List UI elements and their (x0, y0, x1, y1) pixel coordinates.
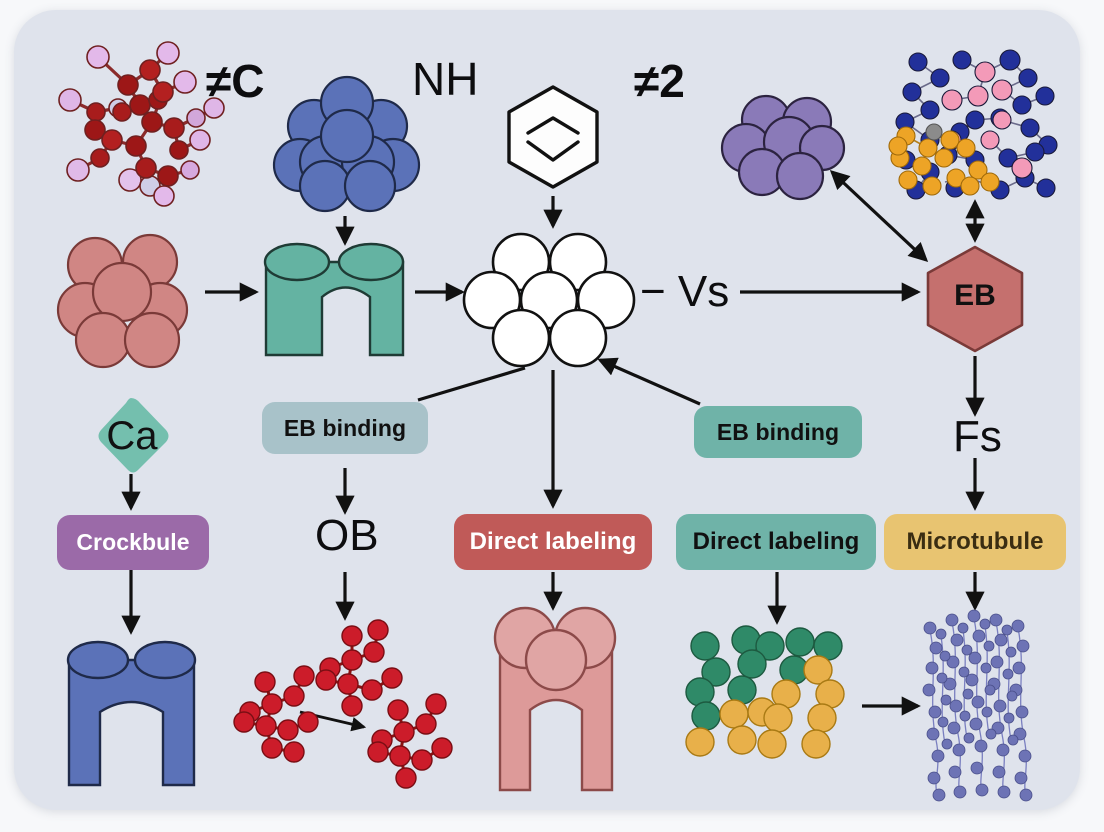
direct-labeling-red-label: Direct labeling (469, 528, 637, 555)
ob-label: OB (315, 511, 379, 560)
not-equal-c-label: ≠C (206, 55, 265, 107)
direct-labeling-teal-box[interactable]: Direct labeling (676, 514, 876, 570)
fs-label: Fs (953, 412, 1002, 461)
nh-label: NH (412, 53, 479, 105)
not-equal-2-label: ≠2 (634, 55, 685, 107)
eb-binding-left-label: EB binding (283, 414, 407, 441)
microtubule-box[interactable]: Microtubule (884, 514, 1066, 570)
eb-hexagon-label: EB (954, 279, 996, 312)
microtubule-label: Microtubule (906, 528, 1044, 555)
direct-labeling-red-box[interactable]: Direct labeling (454, 514, 652, 570)
direct-labeling-teal-label: Direct labeling (692, 528, 860, 555)
vs-label: − Vs (640, 267, 730, 316)
ca-pentagon-label: Ca (106, 413, 158, 458)
diagram-panel (14, 10, 1080, 810)
crockbule-box[interactable]: Crockbule (57, 515, 209, 570)
eb-binding-left-box[interactable]: EB binding (262, 402, 428, 454)
eb-binding-right-box[interactable]: EB binding (694, 406, 862, 458)
crockbule-label: Crockbule (76, 529, 190, 555)
eb-binding-right-label: EB binding (716, 418, 840, 445)
